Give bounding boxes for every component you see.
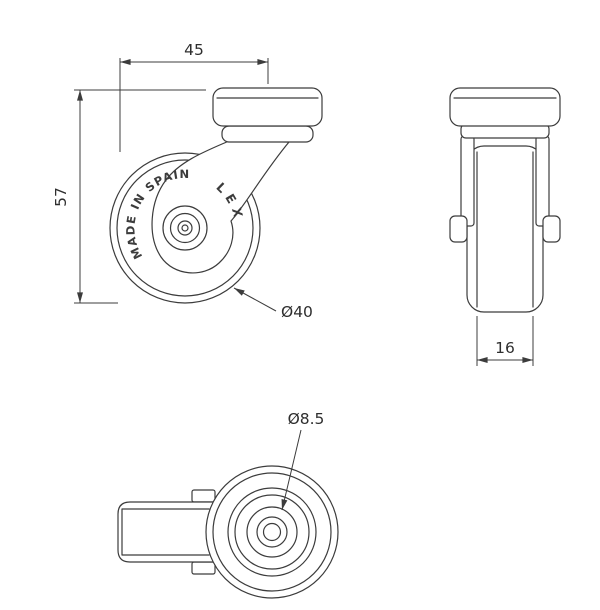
wheel-body-inner-lines <box>121 508 210 556</box>
dimension-label-bore-diameter: Ø8.5 <box>288 410 325 428</box>
bore-diameter-callout: Ø8.5 <box>281 410 325 511</box>
mounting-cap <box>212 87 323 127</box>
leader-line <box>233 287 277 312</box>
hub-bearing-circle <box>169 212 201 244</box>
dimension-label-tread-width: 16 <box>495 339 515 357</box>
dimension-label-wheel-diameter: Ø40 <box>281 303 313 321</box>
axle-center-circle <box>181 224 189 232</box>
front-mounting-cap <box>449 87 561 127</box>
axle-circle <box>177 220 193 236</box>
fork-tab-bottom <box>191 561 216 575</box>
axle-nub-right <box>542 215 561 243</box>
swivel-race-circle <box>234 494 310 570</box>
side-view: MADE IN SPAIN LEX 45 57 Ø40 <box>52 41 323 321</box>
bottom-wheel-outer-circle <box>205 465 339 599</box>
tread-width-dimension: 16 <box>476 316 534 366</box>
wheel-body-outline <box>117 501 213 563</box>
dimension-label-height: 57 <box>52 187 70 207</box>
hub-boss-circle <box>162 205 208 251</box>
bolt-boss-circle <box>246 506 298 558</box>
axle-nub-left <box>449 215 468 243</box>
bore-inner-circle <box>262 522 282 542</box>
front-wheel <box>466 145 544 313</box>
height-dimension: 57 <box>52 89 206 304</box>
swivel-housing-circle <box>227 487 317 577</box>
fork-tab-top <box>191 489 216 503</box>
bottom-wheel-rim-circle <box>212 472 332 592</box>
leader-line <box>281 429 302 511</box>
bore-circle <box>256 516 288 548</box>
fork-leg-right <box>535 135 550 227</box>
front-view: 16 <box>449 87 561 366</box>
width-dimension: 45 <box>119 41 269 152</box>
swivel-race <box>221 125 314 143</box>
dimension-label-width: 45 <box>184 41 204 59</box>
fork-leg-left <box>460 135 475 227</box>
bottom-view: Ø8.5 <box>117 410 339 599</box>
wheel-diameter-callout: Ø40 <box>233 287 313 321</box>
wheel-rim-circle <box>116 159 254 297</box>
